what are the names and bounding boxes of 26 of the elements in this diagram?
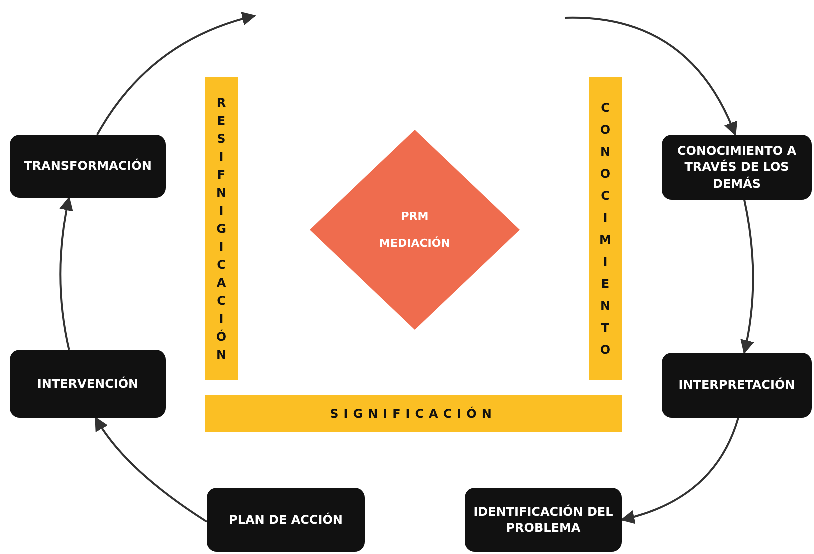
step-label: CONOCIMIENTO A TRAVÉS DE LOS DEMÁS bbox=[676, 143, 798, 192]
step-box bbox=[10, 135, 166, 198]
arrow bbox=[740, 200, 754, 354]
arrow bbox=[620, 418, 740, 524]
horizontal-bar bbox=[205, 395, 622, 432]
diamond-label: MEDIACIÓN bbox=[380, 237, 450, 250]
arrow bbox=[564, 17, 738, 136]
step-label: INTERVENCIÓN bbox=[37, 376, 139, 392]
vertical-bar bbox=[205, 77, 238, 380]
step-label: PLAN DE ACCIÓN bbox=[229, 512, 343, 528]
step-label: TRANSFORMACIÓN bbox=[24, 158, 152, 175]
step-box bbox=[662, 353, 812, 418]
diamond-label: PRM bbox=[401, 210, 429, 223]
vertical-bar bbox=[589, 77, 622, 380]
arrow bbox=[94, 416, 208, 523]
step-box bbox=[207, 488, 365, 552]
bar-label: RESIFNIGICACIÓN bbox=[216, 94, 228, 364]
step-box bbox=[465, 488, 622, 552]
arrow bbox=[96, 12, 256, 136]
bar-label: SIGNIFICACIÓN bbox=[330, 406, 497, 420]
arrow bbox=[60, 196, 74, 350]
step-box bbox=[10, 350, 166, 418]
step-box bbox=[662, 135, 812, 200]
step-label: IDENTIFICACIÓN DEL PROBLEMA bbox=[473, 504, 614, 536]
bar-label: CONOCIMIENTO bbox=[600, 100, 612, 358]
step-label: INTERPRETACIÓN bbox=[678, 377, 796, 394]
